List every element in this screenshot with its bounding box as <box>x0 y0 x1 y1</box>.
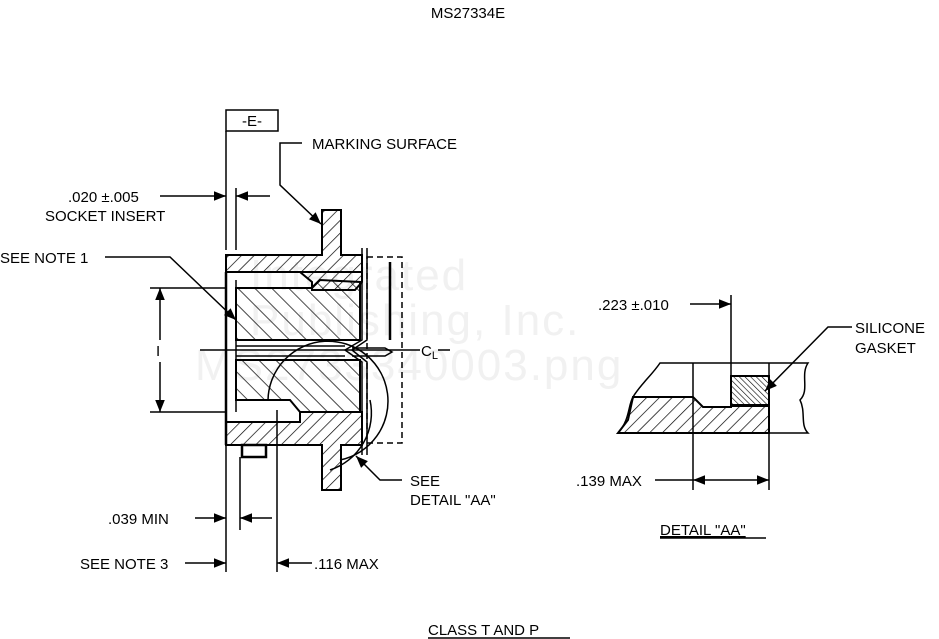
max-116-dimension: .116 MAX <box>314 556 379 573</box>
see-note-3: SEE NOTE 3 <box>80 556 168 573</box>
dimension-i: I <box>156 343 160 360</box>
drawing-title: MS27334E <box>431 5 505 22</box>
detail-title: DETAIL "AA" <box>660 522 746 539</box>
socket-dimension: .020 ±.005 <box>68 189 139 206</box>
silicone-label: SILICONE <box>855 320 925 337</box>
see-note-1: SEE NOTE 1 <box>0 250 88 267</box>
datum-label: -E- <box>242 113 262 130</box>
datum-box <box>225 109 279 132</box>
connector-section <box>224 209 403 491</box>
see-label: SEE <box>410 473 440 490</box>
centerline-symbol: CL <box>421 343 438 362</box>
socket-insert-label: SOCKET INSERT <box>45 208 165 225</box>
leader-line <box>279 142 322 225</box>
min-039-dimension: .039 MIN <box>108 511 169 528</box>
gasket-label: GASKET <box>855 340 916 357</box>
class-caption: CLASS T AND P <box>428 622 539 639</box>
dim-223: .223 ±.010 <box>598 297 669 314</box>
max-139-dimension: .139 MAX <box>576 473 642 490</box>
detail-reference: DETAIL "AA" <box>410 492 496 509</box>
detail-aa: .223 ±.010 SILICONE GASKET .139 MAX DETA… <box>576 295 925 539</box>
marking-surface-label: MARKING SURFACE <box>312 136 457 153</box>
